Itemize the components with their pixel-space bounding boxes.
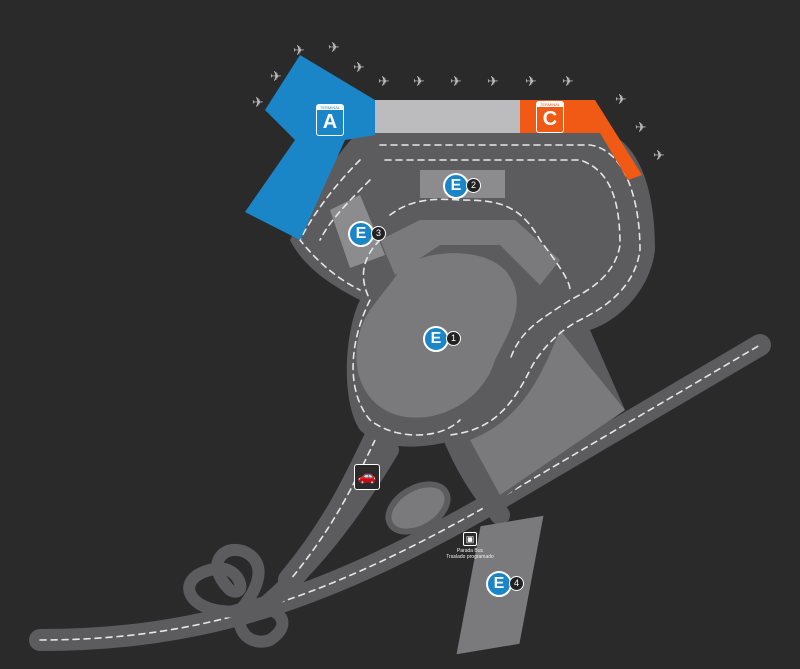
airplane-icon: ✈: [353, 59, 365, 75]
parking-number: 2: [466, 178, 481, 194]
airplane-icon: ✈: [328, 39, 340, 55]
bus-stop-subtitle: Traslado programado: [446, 554, 494, 560]
airplane-icon: ✈: [487, 73, 499, 89]
bus-stop-title: Parada Bus: [456, 548, 484, 554]
airplane-icon: ✈: [615, 91, 627, 107]
parking-number: 1: [446, 331, 461, 347]
airplane-icon: ✈: [413, 73, 425, 89]
airplane-icon: ✈: [525, 73, 537, 89]
bus-stop-label: Parada Bus Traslado programado: [440, 548, 500, 560]
terminal-b-building: [370, 100, 520, 133]
parking-letter: E: [443, 173, 469, 199]
airplane-icon: ✈: [635, 119, 647, 135]
parking-letter: E: [486, 571, 512, 597]
airplane-icon: ✈: [653, 147, 665, 163]
terminal-a-building: [245, 55, 375, 240]
airplane-icon: ✈: [293, 42, 305, 58]
airplane-icon: ✈: [378, 73, 390, 89]
bus-icon[interactable]: ▣: [463, 532, 477, 546]
airplane-icon: ✈: [450, 73, 462, 89]
parking-number: 4: [509, 576, 524, 592]
parking-letter: E: [348, 221, 374, 247]
terminal-caption: TERMINAL: [317, 105, 343, 110]
terminal-letter: A: [322, 111, 338, 133]
airplane-icons: ✈ ✈ ✈ ✈ ✈ ✈ ✈ ✈ ✈ ✈ ✈ ✈ ✈ ✈: [252, 39, 665, 163]
terminal-caption: TERMINAL: [537, 102, 563, 107]
terminal-a-badge[interactable]: TERMINAL A: [316, 104, 344, 136]
airplane-icon: ✈: [270, 68, 282, 84]
terminal-letter: C: [542, 108, 558, 130]
car-icon[interactable]: 🚗: [354, 464, 380, 490]
roundabout-island: [385, 481, 451, 535]
parking-number: 3: [371, 226, 386, 242]
airplane-icon: ✈: [252, 94, 264, 110]
terminal-c-badge[interactable]: TERMINAL C: [536, 101, 564, 133]
airplane-icon: ✈: [562, 73, 574, 89]
